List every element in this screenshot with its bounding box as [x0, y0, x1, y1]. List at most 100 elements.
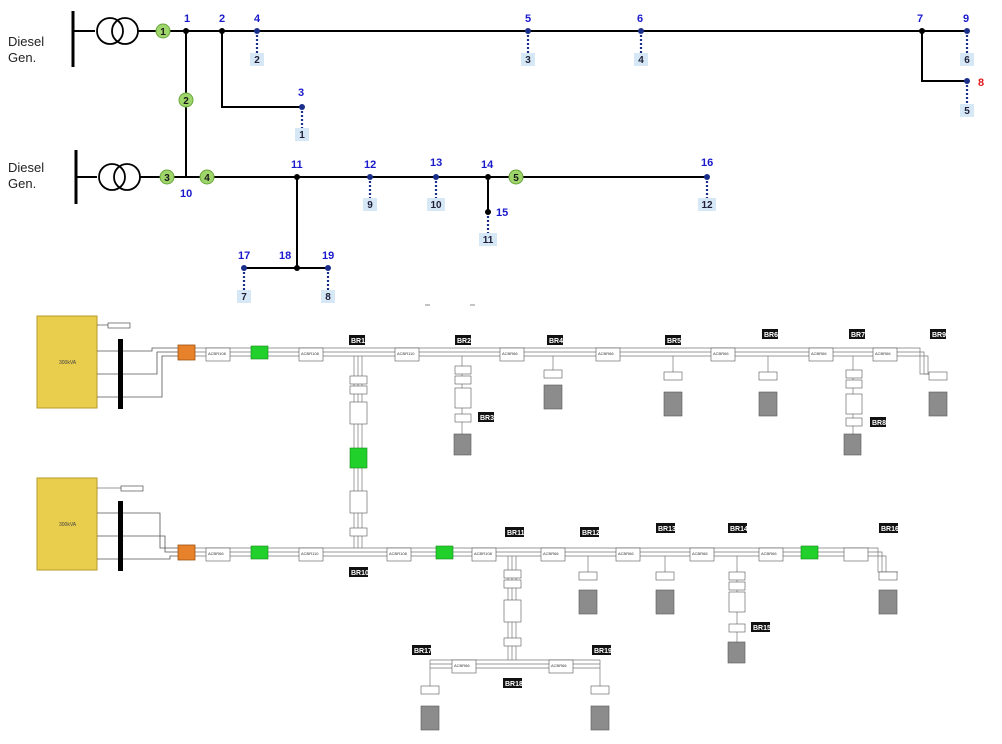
- load-block-br3: [453, 433, 472, 456]
- transformer-1-coil-a: [96, 17, 124, 45]
- br-label-9: BR9: [932, 332, 946, 339]
- generator-block-1: [36, 315, 98, 409]
- feeder-1-end-b: [900, 351, 938, 375]
- load-box-4: [634, 53, 648, 66]
- cable-label-13: ACBR66: [543, 551, 559, 556]
- bus-label-16: 16: [701, 157, 713, 169]
- cable-2: [298, 347, 324, 362]
- load-number-12: 12: [701, 200, 713, 211]
- load-block-br15: [727, 641, 746, 664]
- line-bus2-bus3: [221, 31, 302, 108]
- cb-br6: [758, 371, 778, 381]
- generator-wiring: [97, 347, 178, 560]
- dot-bus8: [964, 78, 970, 84]
- cb-br15-1: [728, 571, 746, 581]
- load-box-1: [295, 128, 309, 141]
- gen2-to-feeder-c: [121, 555, 178, 560]
- dot-bus9: [964, 28, 970, 34]
- br-label-1: BR1: [351, 338, 365, 345]
- branch-number-1: 1: [160, 27, 166, 38]
- br-label-13: BR13: [658, 526, 676, 533]
- switch-tie: [349, 447, 368, 469]
- cable-label-11: ACBR108: [389, 551, 408, 556]
- transformer-1-coil-b: [111, 17, 139, 45]
- simulation-schematic: 300kVA 300kVA: [36, 315, 948, 731]
- transformer-2-coil-a: [98, 163, 126, 191]
- generator-1-label-line1: Diesel: [8, 34, 44, 49]
- bus-label-11: 11: [291, 159, 303, 171]
- br-tag-17: [412, 645, 431, 655]
- cable-label-15: ACBR66: [692, 551, 708, 556]
- cable-10: [298, 547, 324, 562]
- load-block-br6: [758, 391, 778, 417]
- bus-label-8: 8: [978, 77, 984, 89]
- cable-7: [808, 347, 834, 362]
- bus-label-19: 19: [322, 250, 334, 262]
- line-bus7-bus8: [921, 31, 967, 82]
- load-number-8: 8: [325, 292, 331, 303]
- branch-number-4: 4: [204, 173, 210, 184]
- load-box-10: [427, 198, 445, 211]
- bus-labels: 1 2 4 5 6 7 9 8 3 10 11 12 13 14 15 16 1…: [180, 13, 984, 262]
- load-stubs: [242, 31, 969, 290]
- cb-br8-2: [845, 379, 863, 389]
- connector-boxes: [349, 365, 948, 695]
- br-label-16: BR16: [881, 526, 899, 533]
- br-tag-4: [547, 335, 563, 345]
- branch-markers: 1 2 3 4 5: [155, 23, 524, 185]
- junction-dots: [183, 28, 925, 271]
- cable-label-14: ACBR66: [618, 551, 634, 556]
- load-number-10: 10: [430, 200, 442, 211]
- br-tag-5: [665, 335, 681, 345]
- dot-bus6: [638, 28, 644, 34]
- feeder-lines: [138, 30, 967, 269]
- br-label-11: BR11: [507, 530, 525, 537]
- switch-3: [435, 545, 454, 560]
- cb-br16: [878, 571, 898, 581]
- br-tag-14: [728, 523, 747, 533]
- dot-bus11: [294, 174, 300, 180]
- feeder-2-end-c: [870, 555, 898, 573]
- generator-2-busbar: [118, 501, 123, 571]
- dot-bus1: [183, 28, 189, 34]
- cb-br13: [655, 571, 675, 581]
- generator-block-2-text: 300kVA: [59, 522, 77, 528]
- br-label-5: BR5: [667, 338, 681, 345]
- branch-marker-3: [159, 169, 175, 185]
- load-box-8: [321, 290, 335, 303]
- cb-br3-2: [454, 375, 472, 385]
- br-label-14: BR14: [730, 526, 748, 533]
- bus-label-1: 1: [184, 13, 190, 25]
- load-labels: 2 3 4 6 5 1 9 10 11 12 7 8: [237, 53, 974, 303]
- cb-br3-1: [454, 365, 472, 375]
- cable-17: [843, 547, 869, 562]
- gen2-to-feeder-b: [121, 535, 178, 553]
- br-label-10: BR10: [351, 570, 369, 577]
- br-label-3: BR3: [480, 415, 494, 422]
- load-number-4: 4: [638, 55, 644, 66]
- generator-block-1-text: 300kVA: [59, 360, 77, 366]
- load-block-br5: [663, 391, 683, 417]
- branch-marker-2: [178, 92, 194, 108]
- cable-6: [710, 347, 736, 362]
- switch-2: [250, 545, 269, 560]
- load-box-2: [250, 53, 264, 66]
- dot-bus16: [704, 174, 710, 180]
- cb-br11-1: [503, 569, 522, 579]
- load-number-2: 2: [254, 55, 260, 66]
- br-label-15: BR15: [753, 625, 771, 632]
- bus-label-3: 3: [298, 87, 304, 99]
- cable-label-18: ACBR66: [551, 663, 567, 668]
- bus-label-5: 5: [525, 13, 531, 25]
- cable-tie-2: [349, 490, 368, 514]
- cable-label-3: ACBR110: [397, 351, 415, 356]
- dot-bus2: [219, 28, 225, 34]
- br-tag-11: [505, 527, 524, 537]
- load-bus-dots: [241, 28, 970, 271]
- br-label-2: BR2: [457, 338, 471, 345]
- load-block-br17: [420, 705, 440, 731]
- gen1-to-feeder-a: [121, 347, 178, 352]
- cable-br3: [454, 387, 472, 409]
- breaker-1: [177, 344, 196, 361]
